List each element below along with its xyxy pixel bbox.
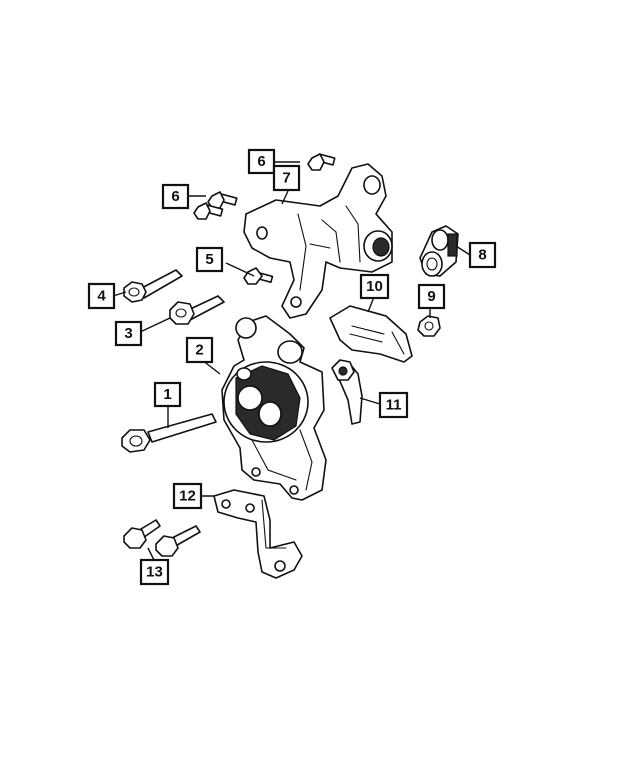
bushing-8	[419, 225, 459, 277]
callout-9: 9	[417, 283, 446, 310]
callout-4-label: 4	[97, 288, 106, 305]
callout-13-label: 13	[146, 564, 163, 581]
through-bolt-1	[121, 413, 217, 453]
callout-9-label: 9	[427, 288, 435, 305]
callout-6-upper: 6	[247, 148, 276, 175]
callout-11: 11	[378, 391, 409, 419]
callout-10-label: 10	[366, 278, 383, 295]
bolt-4	[123, 269, 183, 303]
callout-2: 2	[185, 336, 214, 364]
callout-1: 1	[153, 381, 182, 408]
callout-10: 10	[359, 273, 390, 300]
callout-8-label: 8	[478, 247, 486, 264]
callout-3: 3	[114, 320, 143, 347]
bolt-13-b	[155, 525, 201, 557]
lower-bracket-12	[213, 489, 303, 579]
bolt-6-upper	[307, 153, 336, 171]
callout-2-label: 2	[195, 342, 203, 359]
engine-mount-2	[221, 315, 327, 501]
bolt-6-lower-a	[207, 191, 238, 209]
callout-7-label: 7	[282, 170, 290, 187]
callout-1-label: 1	[163, 386, 171, 403]
bolt-6-lower-b	[193, 202, 224, 220]
callout-3-label: 3	[124, 325, 132, 342]
callout-11-label: 11	[386, 397, 402, 414]
bolt-3	[169, 295, 225, 325]
bracket-11	[331, 359, 363, 425]
leader-lines	[112, 161, 471, 561]
callout-5: 5	[195, 246, 224, 273]
shield-plate-10	[329, 305, 413, 363]
callout-7: 7	[272, 164, 301, 192]
callout-12: 12	[172, 482, 203, 510]
callout-6-upper-label: 6	[257, 153, 265, 170]
callout-4: 4	[87, 282, 116, 310]
callout-5-label: 5	[205, 251, 213, 268]
upper-mount-bracket	[243, 163, 393, 319]
stud-5	[243, 267, 274, 285]
callout-8: 8	[468, 241, 497, 269]
callout-12-label: 12	[179, 488, 196, 505]
nut-9	[417, 315, 441, 337]
callout-6-lower: 6	[161, 183, 190, 210]
callout-13: 13	[139, 558, 170, 586]
callout-6-lower-label: 6	[171, 188, 179, 205]
bolt-13-a	[123, 519, 161, 549]
